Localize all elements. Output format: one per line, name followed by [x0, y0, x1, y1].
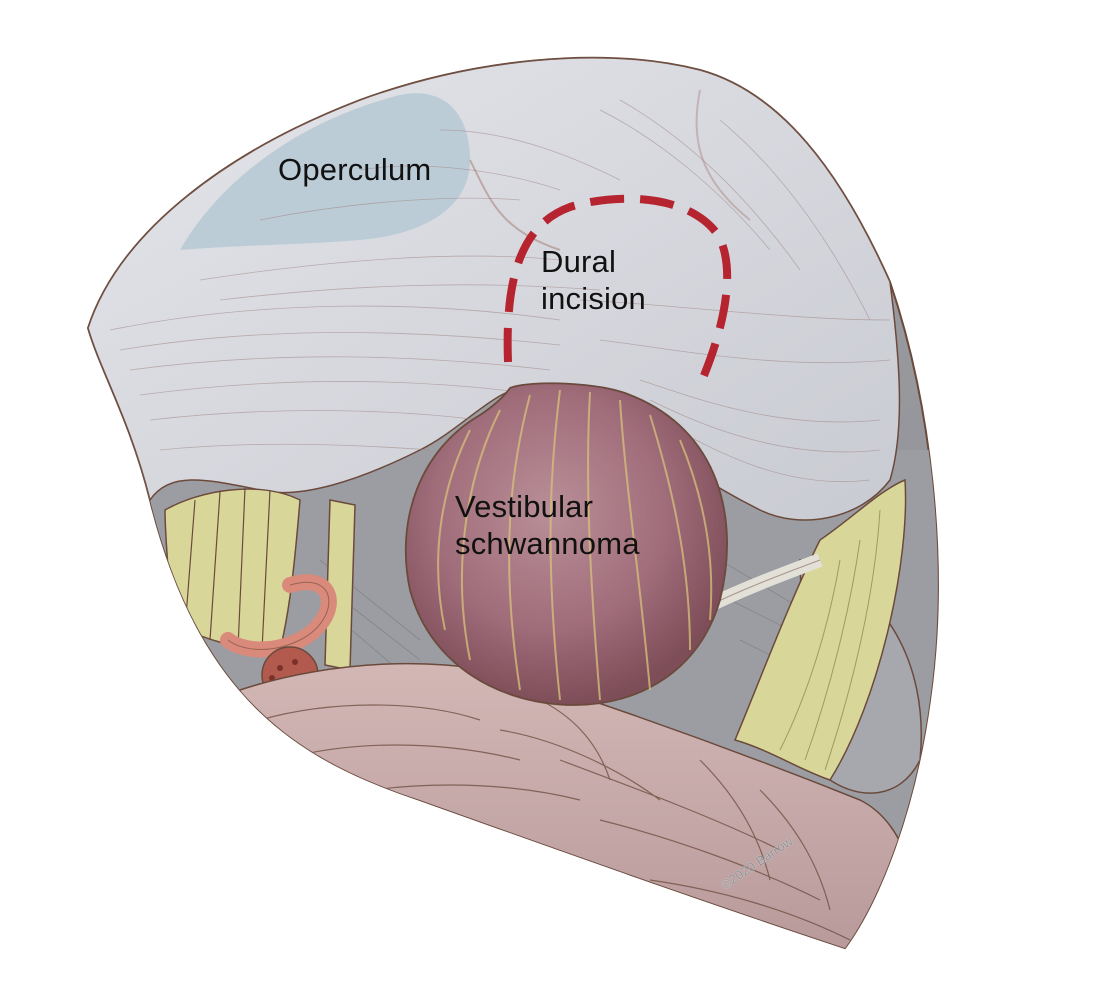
operculum-region: [180, 93, 470, 250]
operculum-label-text: Operculum: [278, 152, 432, 187]
left-nerve-bundle: [164, 488, 301, 651]
operculum-label: Operculum: [278, 151, 431, 188]
vestibular-schwannoma: [404, 382, 728, 706]
dural-incision-label: Dural incision: [541, 243, 646, 317]
dural-incision-label-line1: Dural: [541, 244, 617, 279]
right-nerve: [733, 478, 907, 781]
vestibular-schwannoma-label: Vestibular schwannoma: [455, 488, 640, 562]
vestibular-schwannoma-label-line2: schwannoma: [455, 526, 640, 561]
vestibular-schwannoma-label-line1: Vestibular: [455, 489, 594, 524]
dural-incision-line: [503, 194, 732, 387]
dural-incision-label-line2: incision: [541, 281, 646, 316]
